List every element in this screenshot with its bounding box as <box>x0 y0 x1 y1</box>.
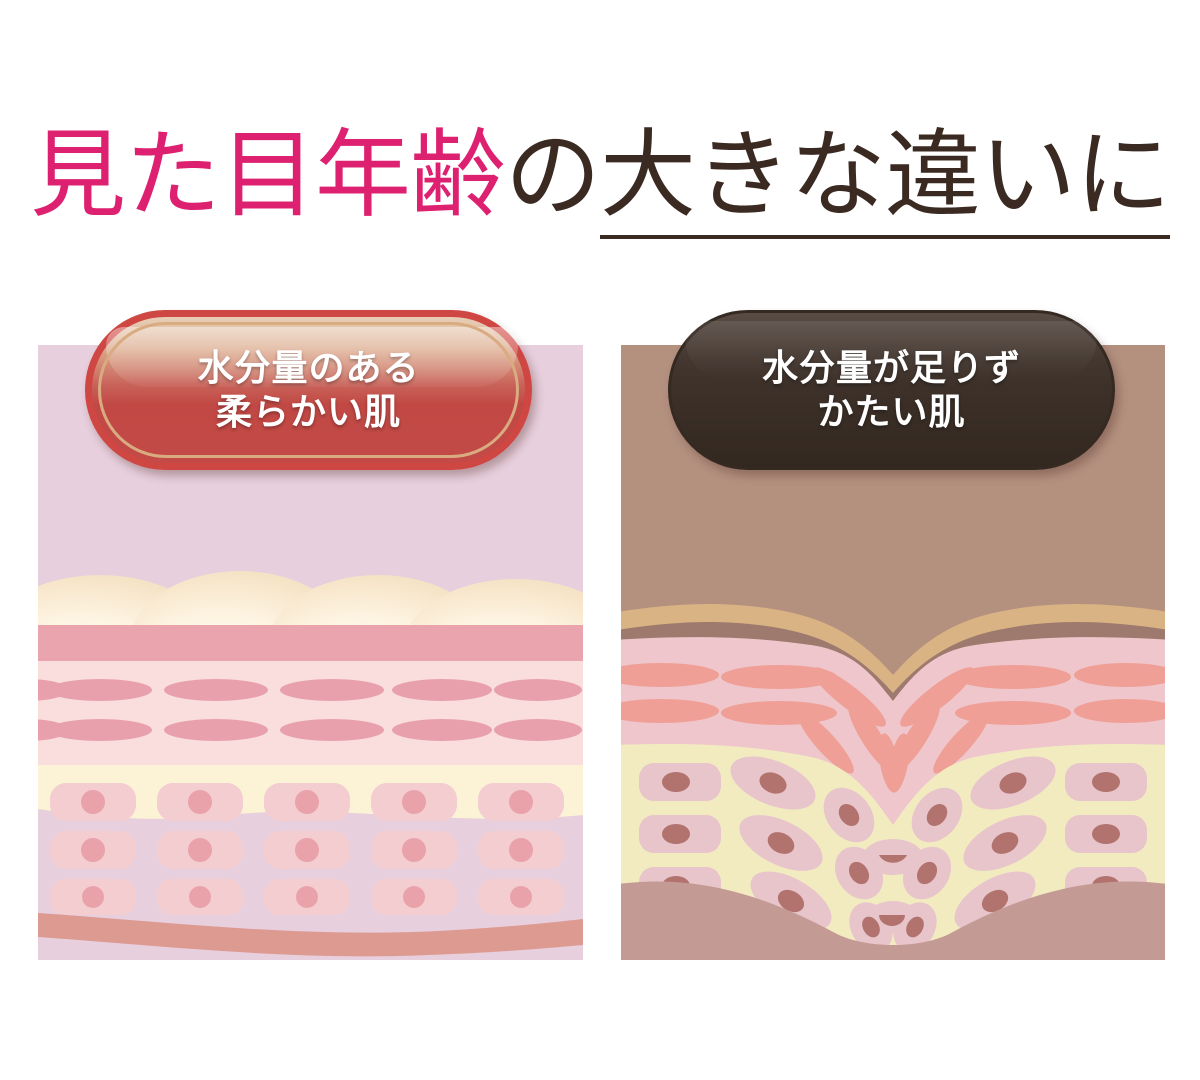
badge-hydrated-skin[interactable]: 水分量のある 柔らかい肌 <box>85 310 532 470</box>
diagram-hydrated-skin <box>38 571 583 960</box>
badge-left-text: 水分量のある 柔らかい肌 <box>197 346 419 434</box>
title-underlined: 大きな違いに <box>600 122 1171 239</box>
dermis-upper <box>38 661 583 765</box>
badge-left-line2: 柔らかい肌 <box>215 391 401 432</box>
badge-dry-skin[interactable]: 水分量が足りず かたい肌 <box>668 310 1115 470</box>
subcutis-band <box>621 881 1165 960</box>
title-connector: の <box>505 122 601 229</box>
badge-left-line1: 水分量のある <box>197 347 420 389</box>
badge-right-text: 水分量が足りず かたい肌 <box>762 346 1021 434</box>
subcutis-band <box>38 913 583 957</box>
collagen-fibers <box>621 663 1165 793</box>
cell-grid <box>50 783 564 915</box>
diagram-dry-skin <box>621 603 1165 960</box>
badge-right-line1: 水分量が足りず <box>761 347 1021 389</box>
title-highlight: 見た目年齢 <box>30 122 506 229</box>
collagen-fibers <box>38 679 582 741</box>
epidermis-band <box>38 625 583 661</box>
badge-right-line2: かたい肌 <box>817 391 966 432</box>
page-title: 見た目年齢の大きな違いに <box>0 122 1200 239</box>
